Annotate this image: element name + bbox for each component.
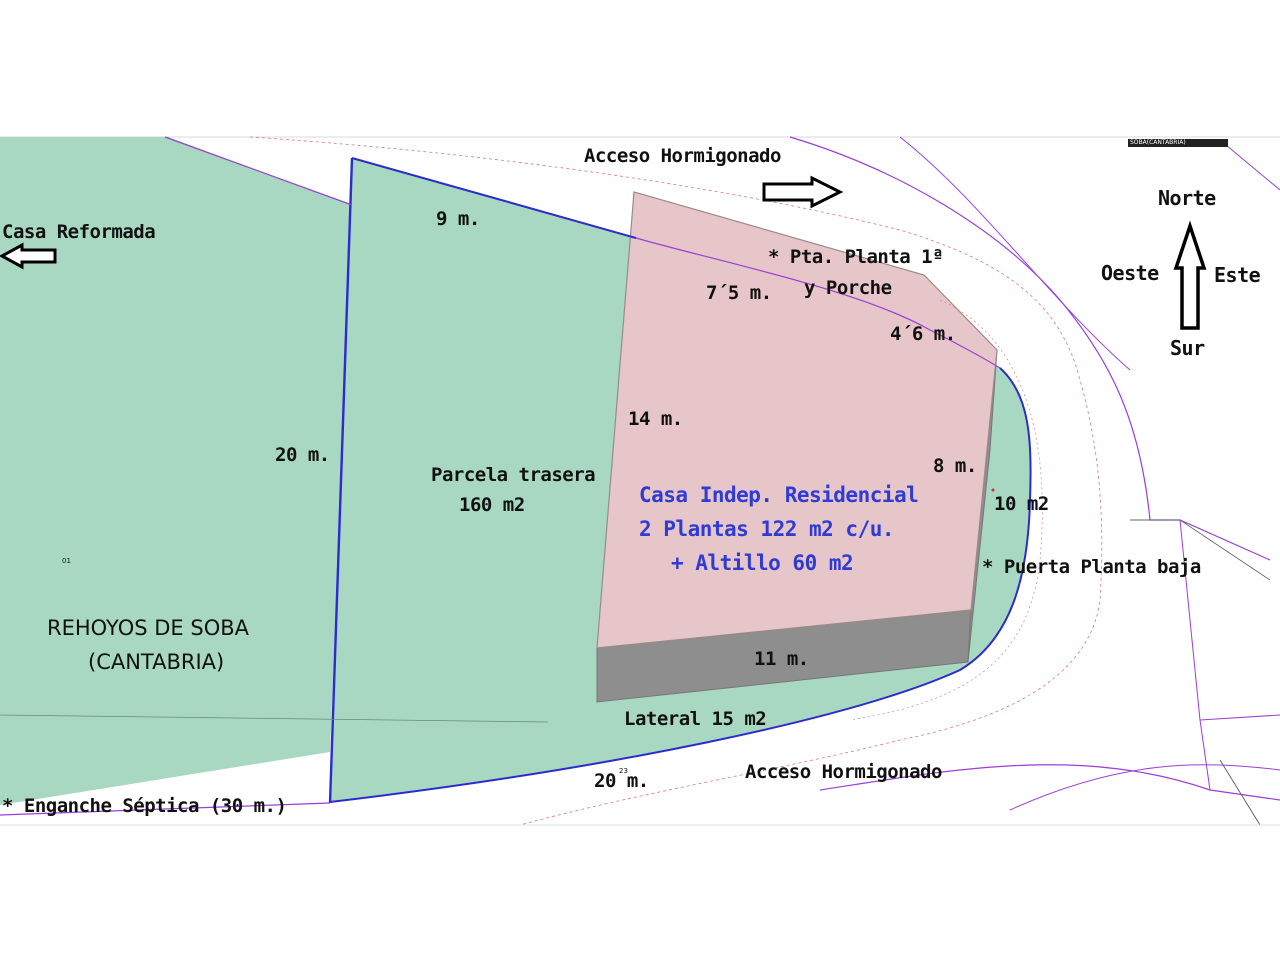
grey-line-4 (1179, 519, 1271, 581)
dimension-bottom-edge: 20 m. (594, 770, 649, 792)
door-floor1-label: * Pta. Planta 1ª (768, 246, 944, 268)
house-description-line2: 2 Plantas 122 m2 c/u. (639, 517, 895, 541)
door-ground-label: * Puerta Planta baja (982, 556, 1201, 578)
boundary-left (328, 157, 354, 804)
house-description-line3: + Altillo 60 m2 (671, 551, 854, 575)
grey-line-1 (0, 714, 549, 723)
rear-plot-area: 160 m2 (459, 494, 525, 516)
arrow-left-icon (0, 242, 57, 270)
cadastre-line-9 (1219, 139, 1280, 191)
cadastre-line-8 (0, 802, 331, 816)
place-name-line2: (CANTABRIA) (88, 650, 225, 674)
contour-line-1 (249, 136, 1103, 826)
porch-label: y Porche (804, 277, 892, 299)
contour-line-2 (849, 299, 1043, 721)
dimension-house-bottom: 11 m. (754, 648, 809, 670)
septic-connection-label: * Enganche Séptica (30 m.) (2, 795, 287, 817)
lateral-area-label: Lateral 15 m2 (624, 708, 767, 730)
cadastre-line-4 (899, 136, 1131, 371)
dimension-house-top: 7´5 m. (706, 282, 772, 304)
map-header-tag: SOBA(CANTABRIA) (1128, 139, 1228, 147)
casa-reformada-label: Casa Reformada (2, 221, 156, 243)
dimension-house-left: 14 m. (628, 408, 683, 430)
dimension-left-edge: 20 m. (275, 444, 330, 466)
compass-south-label: Sur (1170, 336, 1205, 360)
north-arrow-icon (1173, 220, 1207, 330)
cadastre-line-7 (819, 764, 1280, 801)
place-name-line1: REHOYOS DE SOBA (47, 616, 249, 640)
cadastre-line-1 (164, 136, 353, 206)
access-bottom-label: Acceso Hormigonado (745, 761, 942, 783)
side-area-label: 10 m2 (994, 493, 1049, 515)
boundary-right-curve (329, 367, 1032, 803)
dimension-house-corner: 4´6 m. (890, 323, 956, 345)
cadastre-line-10 (1009, 764, 1280, 811)
parcel-code-left: 01 (62, 557, 71, 565)
house-footprint (596, 191, 998, 649)
cadastre-line-2 (635, 237, 1001, 369)
dimension-top-edge: 9 m. (436, 208, 480, 230)
cadastre-line-6 (1199, 714, 1280, 721)
boundary-top (351, 157, 637, 239)
parcel-code-bottom: 23 (619, 767, 628, 775)
compass-north-label: Norte (1158, 186, 1216, 210)
arrow-right-icon (762, 175, 844, 209)
house-description-line1: Casa Indep. Residencial (639, 483, 919, 507)
marker-point (991, 488, 995, 492)
left-parcel (0, 137, 352, 805)
access-top-label: Acceso Hormigonado (584, 145, 781, 167)
rear-plot-name: Parcela trasera (431, 464, 596, 486)
grey-line-3 (1219, 759, 1261, 826)
compass-west-label: Oeste (1101, 261, 1159, 285)
compass-east-label: Este (1214, 263, 1261, 287)
dimension-house-right: 8 m. (933, 455, 977, 477)
